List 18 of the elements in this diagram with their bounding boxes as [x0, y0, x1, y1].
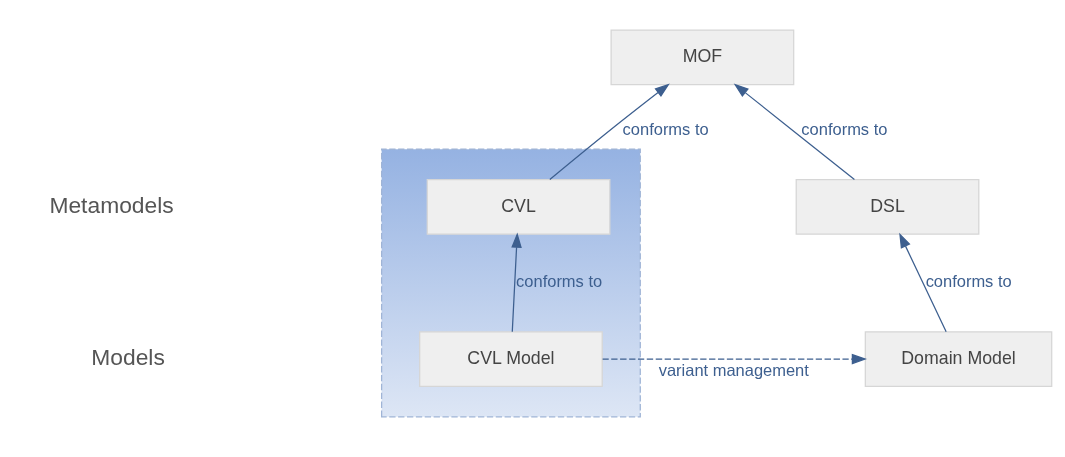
label: Metamodels	[49, 191, 174, 218]
arrow	[733, 83, 856, 180]
node-box: DSL	[795, 179, 980, 235]
node-box: MOF	[610, 29, 795, 86]
edge-label: variant management	[658, 361, 809, 380]
arrow	[549, 83, 670, 181]
label: Models	[91, 343, 165, 370]
edge-label: conforms to	[801, 119, 888, 138]
node-box: Domain Model	[864, 331, 1053, 387]
edge-label: conforms to	[622, 119, 709, 138]
cluster	[381, 148, 641, 418]
node-box: CVL Model	[419, 331, 603, 387]
arrow	[511, 232, 522, 333]
edge-label: conforms to	[516, 272, 603, 291]
node-box: CVL	[426, 179, 611, 235]
arrow	[601, 353, 867, 365]
arrow	[899, 232, 947, 333]
edge-label: conforms to	[925, 272, 1012, 291]
